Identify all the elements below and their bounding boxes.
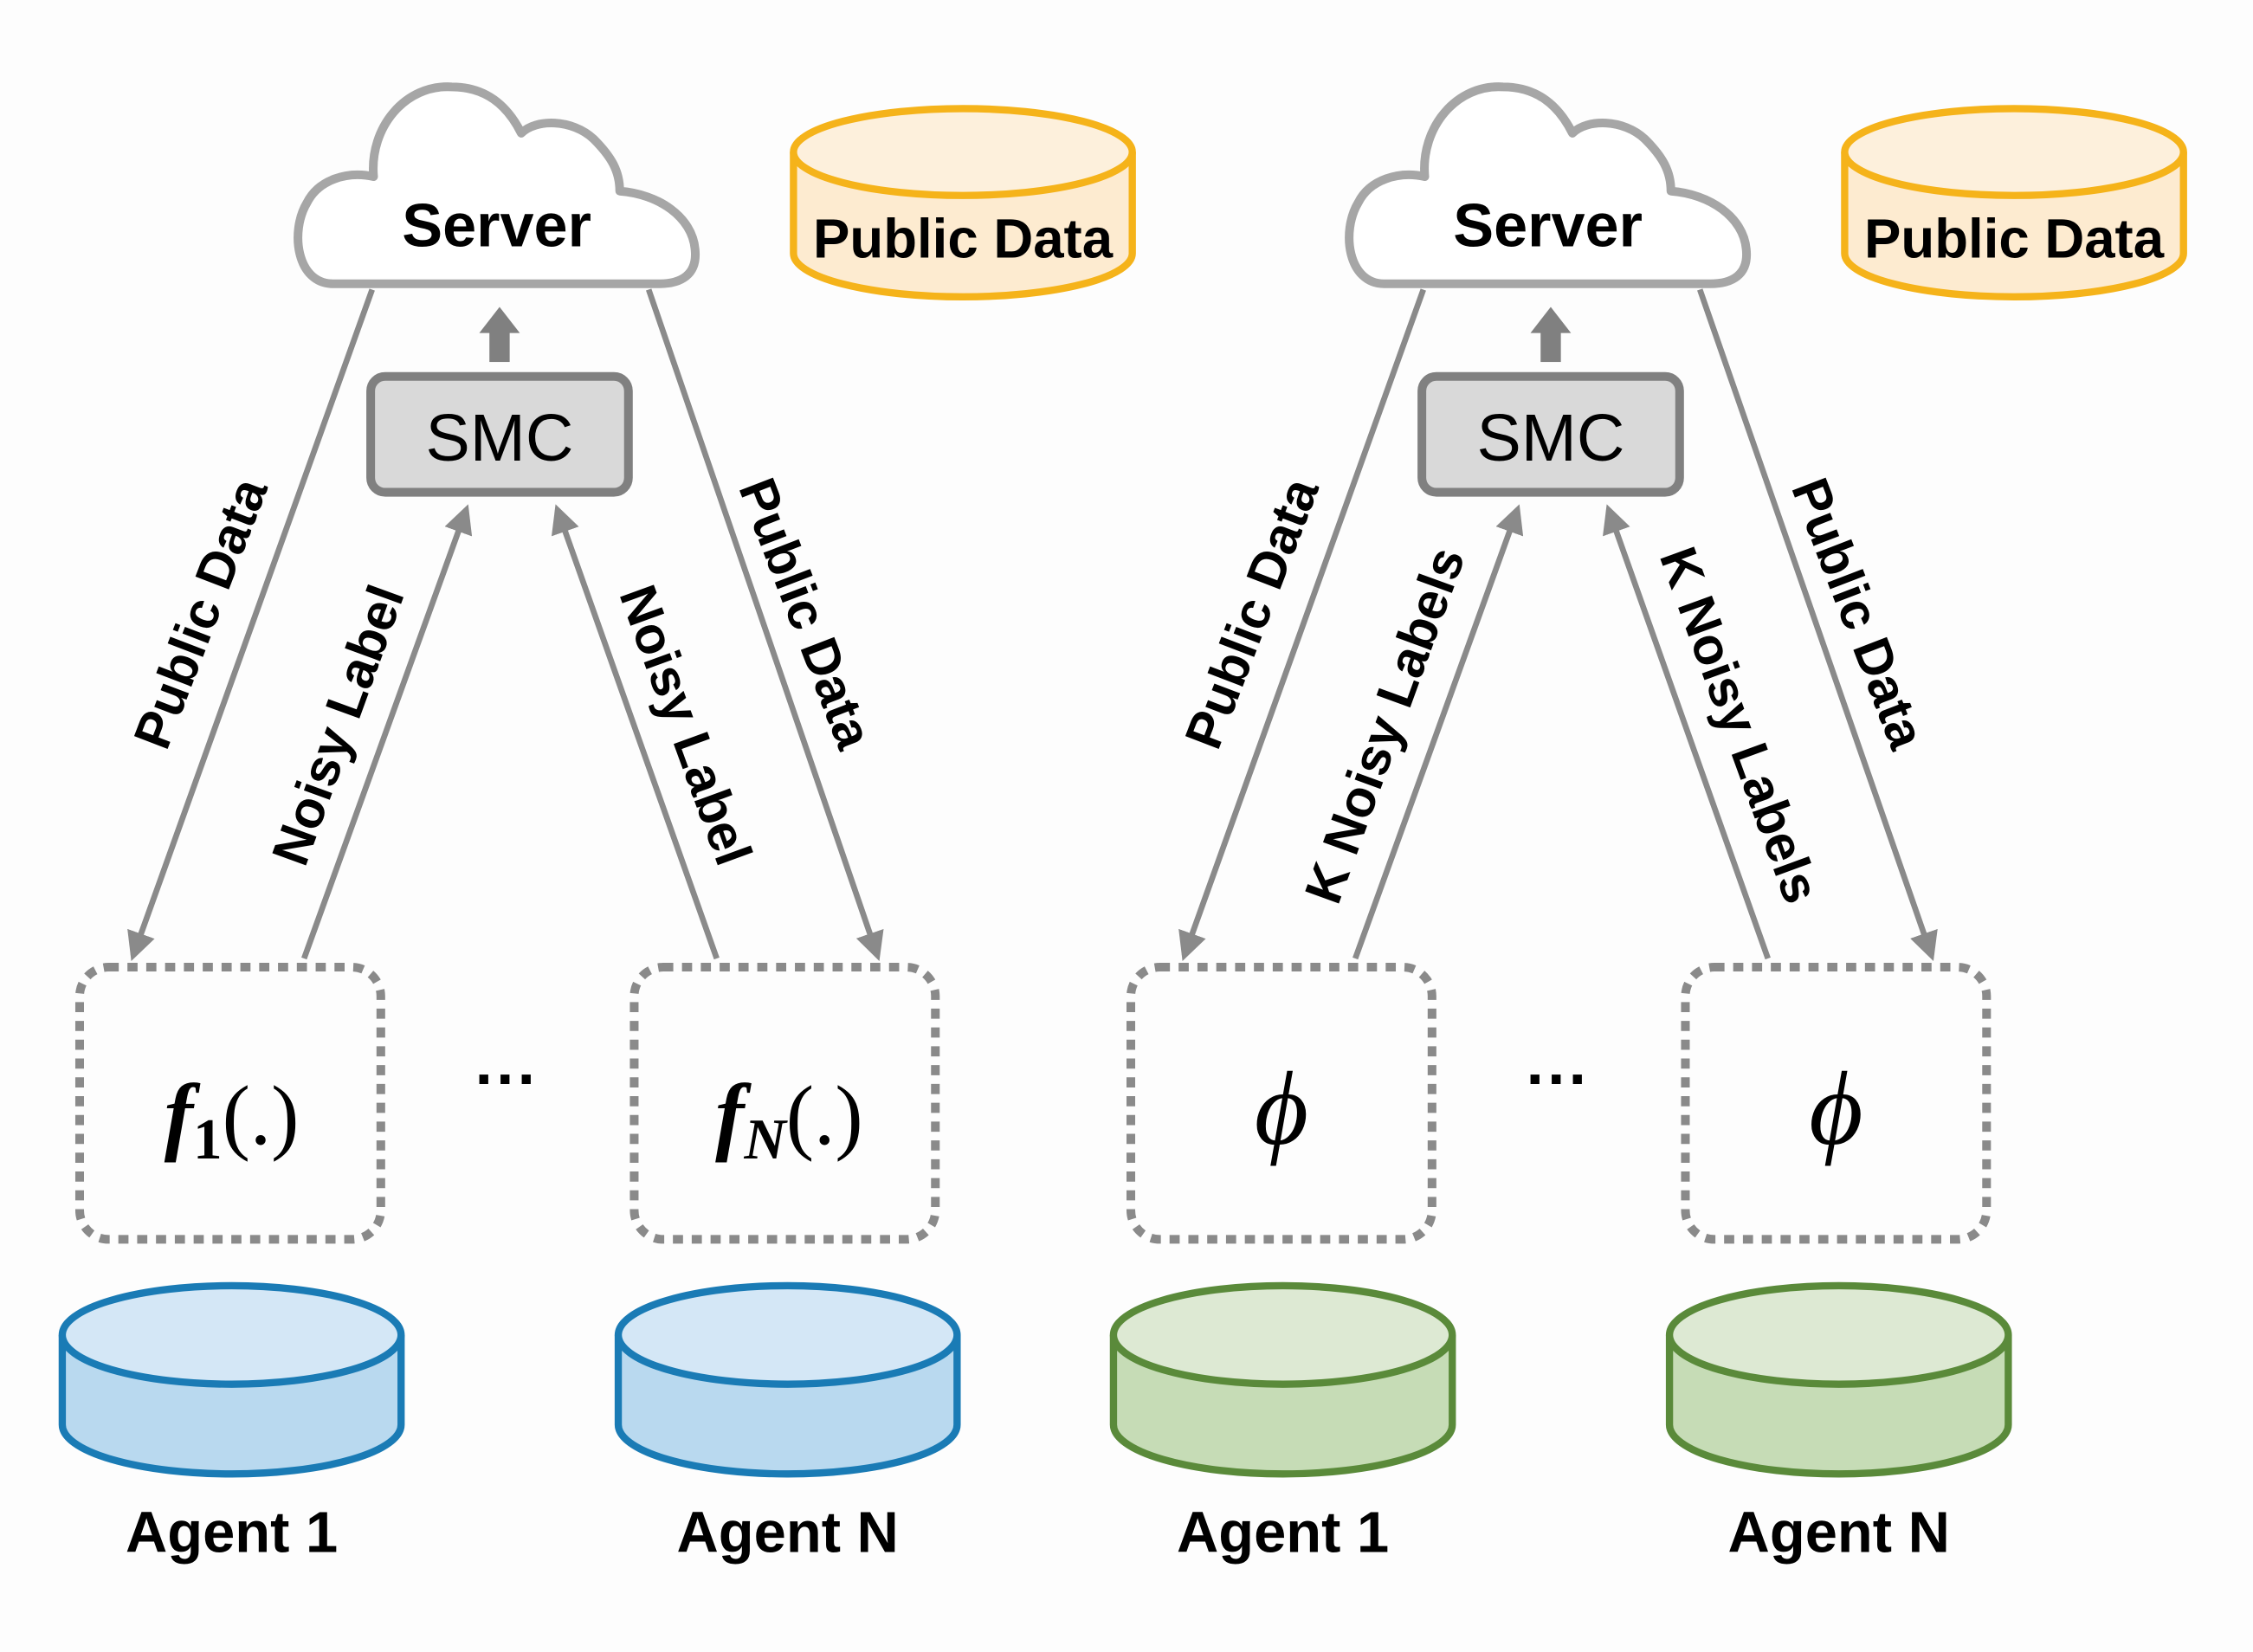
panel-left: Server Public Data SMC Public Data Noisy… [58,82,1136,1565]
server-label: Server [402,190,591,259]
smc-to-server-arrow [1530,307,1572,363]
agent-n-model-phi: ϕ [1809,1052,1862,1167]
smc-label: SMC [1477,401,1625,475]
public-data-cylinder: Public Data [790,105,1136,300]
arrow-public-data-to-agent-n [1697,288,1938,961]
cloud-icon [294,82,700,288]
arrow-label-inner-left: Noisy Label [261,578,416,872]
agent-1-label: Agent 1 [126,1500,338,1565]
agent-n-database [1665,1281,2012,1478]
panel-right: Server Public Data SMC Public Data K Noi… [1109,82,2187,1565]
agent-1-label: Agent 1 [1177,1500,1389,1565]
ellipsis: ··· [475,1042,539,1114]
server-cloud: Server [294,82,700,288]
agent-1-database [58,1281,405,1478]
smc-box: SMC [1417,371,1684,497]
agent-n-model-box: fN(.) [629,963,940,1244]
agent-1-model-formula: f1(.) [165,1067,300,1171]
agent-1-database [1109,1281,1456,1478]
arrow-label-outer-right: Public Data [728,470,884,757]
agent-n-model-formula: fN(.) [715,1067,863,1171]
arrow-noisy-label-from-agent-1 [301,504,473,960]
agent-1-model-phi: ϕ [1255,1052,1308,1167]
arrow-public-data-to-agent-1 [127,288,375,961]
public-data-cylinder: Public Data [1841,105,2187,300]
arrow-public-data-to-agent-n [646,288,884,961]
cloud-icon [1345,82,1751,288]
public-data-label: Public Data [813,209,1114,270]
ellipsis: ··· [1527,1042,1591,1114]
agent-n-label: Agent N [677,1500,899,1565]
arrow-public-data-to-agent-1 [1178,288,1426,961]
agent-n-label: Agent N [1728,1500,1950,1565]
agent-1-model-box: ϕ [1126,963,1436,1244]
arrow-k-noisy-labels-from-agent-n [1603,504,1771,960]
server-cloud: Server [1345,82,1751,288]
arrow-noisy-label-from-agent-n [552,504,720,960]
arrow-label-inner-left: K Noisy Labels [1294,539,1476,910]
agent-n-database [614,1281,961,1478]
arrow-k-noisy-labels-from-agent-1 [1352,504,1524,960]
smc-box: SMC [366,371,633,497]
public-data-label: Public Data [1864,209,2165,270]
agent-1-model-box: f1(.) [74,963,385,1244]
server-label: Server [1453,190,1643,259]
smc-to-server-arrow [479,307,520,363]
arrow-label-outer-right: Public Data [1780,470,1936,757]
agent-n-model-box: ϕ [1681,963,1992,1244]
smc-label: SMC [425,401,573,475]
